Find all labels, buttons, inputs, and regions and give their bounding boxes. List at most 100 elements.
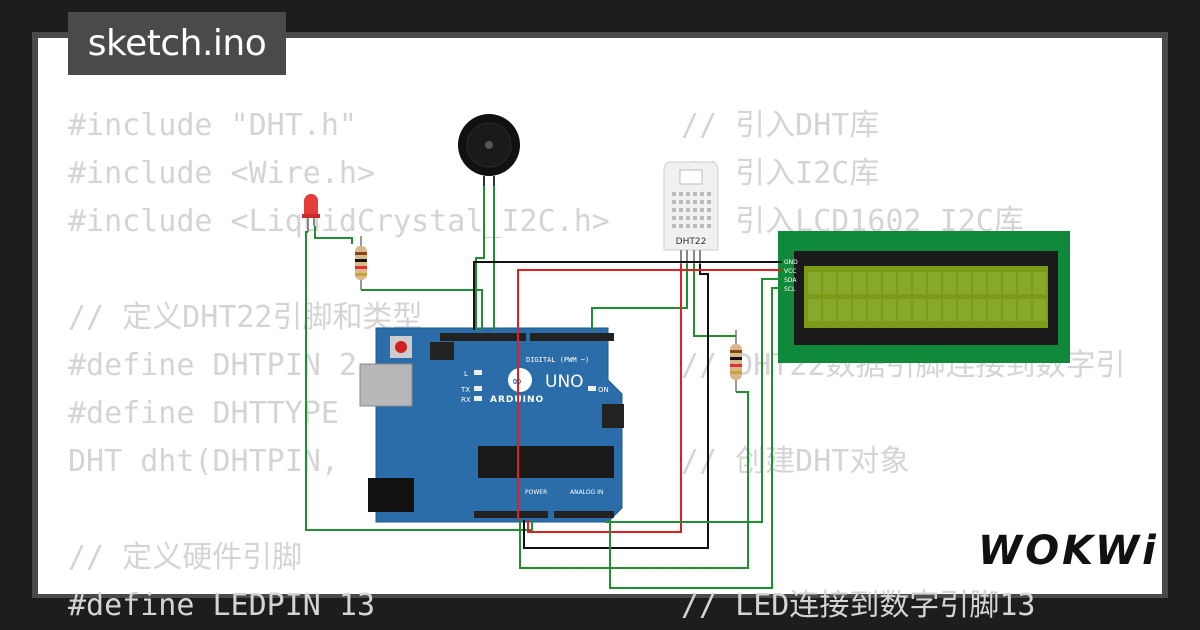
- resistor-led[interactable]: [355, 236, 367, 290]
- code-text: // 定义硬件引脚: [68, 540, 303, 575]
- wokwi-logo: WOKWi: [978, 528, 1159, 574]
- code-text: #define DHTTYPE: [68, 396, 339, 431]
- lcd-char-cell: [943, 299, 956, 321]
- lcd-pin-label: SCL: [784, 286, 796, 293]
- dht-grille-hole: [672, 200, 676, 204]
- wires: [305, 186, 782, 589]
- dht22-sensor[interactable]: DHT22: [663, 161, 719, 264]
- dht-grille-hole: [707, 192, 711, 196]
- dht-grille-hole: [679, 216, 683, 220]
- lcd-char-cell: [1018, 299, 1031, 321]
- lcd-char-cell: [1018, 272, 1031, 294]
- code-line: // 定义DHT22引脚和类型: [68, 294, 610, 342]
- lcd-char-cell: [868, 272, 881, 294]
- digital-label: DIGITAL (PWM ~): [526, 356, 589, 364]
- red-led[interactable]: [302, 194, 320, 232]
- arduino-brand: ARDUINO: [490, 395, 544, 405]
- lcd-char-cell: [943, 272, 956, 294]
- dht-grille-hole: [679, 208, 683, 212]
- lcd-char-cell: [808, 299, 821, 321]
- code-line: // 定义硬件引脚: [68, 534, 610, 582]
- lcd-char-cell: [973, 272, 986, 294]
- lcd-char-cell: [928, 299, 941, 321]
- on-label: ON: [598, 386, 609, 394]
- lcd-pin-label: VCC: [784, 268, 796, 275]
- dht-grille-hole: [707, 208, 711, 212]
- power-label: POWER: [525, 489, 547, 496]
- lcd-char-cell: [838, 272, 851, 294]
- code-text: #include "DHT.h": [68, 108, 357, 143]
- dht-grille-hole: [693, 208, 697, 212]
- rx-label: RX: [461, 396, 471, 404]
- code-text: // 定义DHT22引脚和类型: [68, 300, 423, 335]
- lcd-char-cell: [853, 272, 866, 294]
- dht-grille-hole: [672, 208, 676, 212]
- code-line: #include "DHT.h"// 引入DHT库: [68, 102, 879, 150]
- dht-grille-hole: [700, 200, 704, 204]
- lcd-char-cell: [808, 272, 821, 294]
- code-comment: // LED连接到数字引脚13: [681, 588, 1036, 623]
- dht-grille-hole: [700, 224, 704, 228]
- dht-grille-hole: [693, 192, 697, 196]
- lcd-char-cell: [1003, 272, 1016, 294]
- lcd-char-cell: [988, 272, 1001, 294]
- lcd-char-cell: [883, 272, 896, 294]
- lcd-char-cell: [898, 272, 911, 294]
- dht-grille-hole: [693, 200, 697, 204]
- lcd-char-cell: [838, 299, 851, 321]
- dht-grille-hole: [693, 224, 697, 228]
- lcd-char-cell: [823, 299, 836, 321]
- lcd-char-cell: [1033, 299, 1046, 321]
- dht-grille-hole: [679, 192, 683, 196]
- code-text: #define DHTPIN 2: [68, 348, 357, 383]
- lcd-char-cell: [868, 299, 881, 321]
- code-text: #include <Wire.h>: [68, 156, 376, 191]
- lcd-char-cell: [1003, 299, 1016, 321]
- l-label: L: [464, 370, 468, 378]
- power-header: [474, 511, 548, 518]
- file-title-tab[interactable]: sketch.ino: [68, 12, 286, 75]
- dht-grille-hole: [707, 216, 711, 220]
- code-text: #include <LiquidCrystal_I2C.h>: [68, 204, 610, 239]
- lcd-char-cell: [958, 299, 971, 321]
- analog-label: ANALOG IN: [570, 489, 603, 496]
- lcd-char-cell: [898, 299, 911, 321]
- dht-grille-hole: [686, 200, 690, 204]
- lcd-pin-label: SDA: [784, 277, 797, 284]
- dht-grille-hole: [686, 216, 690, 220]
- lcd-char-cell: [913, 272, 926, 294]
- code-text: #define LEDPIN 13: [68, 588, 376, 623]
- dht-grille-hole: [693, 216, 697, 220]
- buzzer[interactable]: [458, 114, 520, 186]
- dht-grille-hole: [700, 192, 704, 196]
- arduino-model: UNO: [545, 372, 584, 392]
- atmega-chip: [478, 446, 614, 478]
- lcd-char-cell: [823, 272, 836, 294]
- lcd-char-cell: [973, 299, 986, 321]
- resistor-pullup[interactable]: [730, 330, 742, 392]
- tx-label: TX: [460, 386, 470, 394]
- lcd-char-cell: [1033, 272, 1046, 294]
- digital-header-2: [530, 333, 614, 341]
- dht-grille-hole: [686, 208, 690, 212]
- lcd-char-cell: [853, 299, 866, 321]
- dht-grille-hole: [686, 224, 690, 228]
- dht-label: DHT22: [676, 237, 707, 247]
- dht-grille-hole: [707, 200, 711, 204]
- arduino-uno-board[interactable]: DIGITAL (PWM ~) L TX RX ∞ UNO ARDUINO ON…: [359, 327, 624, 523]
- dht-grille-hole: [700, 208, 704, 212]
- lcd-char-cell: [928, 272, 941, 294]
- dht-grille-hole: [672, 224, 676, 228]
- dht-grille-hole: [679, 200, 683, 204]
- arduino-logo-icon: [508, 368, 532, 392]
- code-line: DHT dht(DHTPIN,// 创建DHT对象: [68, 438, 909, 486]
- dht-grille-hole: [672, 216, 676, 220]
- dht-grille-hole: [686, 192, 690, 196]
- code-comment: // 创建DHT对象: [681, 444, 910, 479]
- digital-header-1: [440, 333, 526, 341]
- dht-grille-hole: [700, 216, 704, 220]
- dht-grille-hole: [707, 224, 711, 228]
- power-jack: [368, 478, 414, 512]
